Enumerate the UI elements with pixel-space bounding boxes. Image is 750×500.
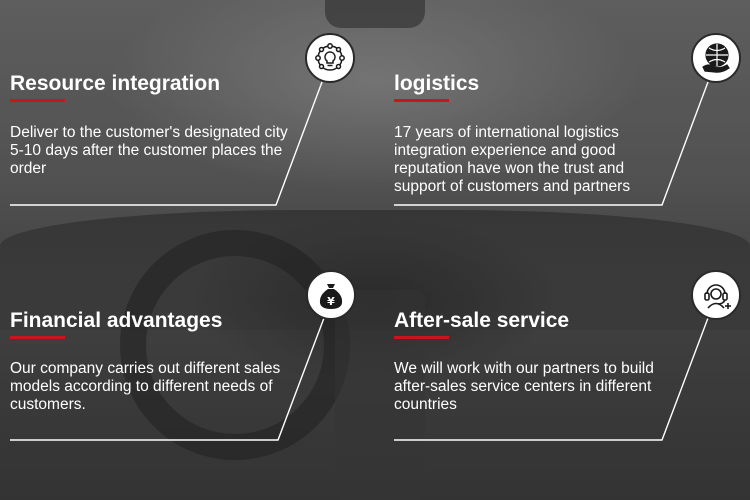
feature-title: Financial advantages [10,309,223,332]
feature-title: After-sale service [394,309,570,332]
feature-title: Resource integration [10,72,221,95]
headset-support-icon [691,270,741,320]
background-rearview-mirror [325,0,425,28]
feature-title: logistics [394,72,480,95]
feature-description: Deliver to the customer's designated cit… [10,124,288,177]
title-underline [10,99,65,102]
background-center-console [335,290,425,500]
feature-description: 17 years of international logistics inte… [394,124,631,195]
money-bag-yen-icon: ¥ [306,270,356,320]
feature-description: We will work with our partners to build … [394,360,654,413]
connector-line-aftersale [394,317,709,441]
connector-line-resource [10,81,323,206]
connector-line-financial [10,317,325,441]
lightbulb-network-icon [305,33,355,83]
title-underline [10,336,65,339]
title-underline [394,336,449,339]
feature-description: Our company carries out different sales … [10,360,281,413]
connector-line-logistics [394,81,709,206]
title-underline [394,99,449,102]
yen-symbol: ¥ [327,295,335,308]
globe-hand-icon [691,33,741,83]
